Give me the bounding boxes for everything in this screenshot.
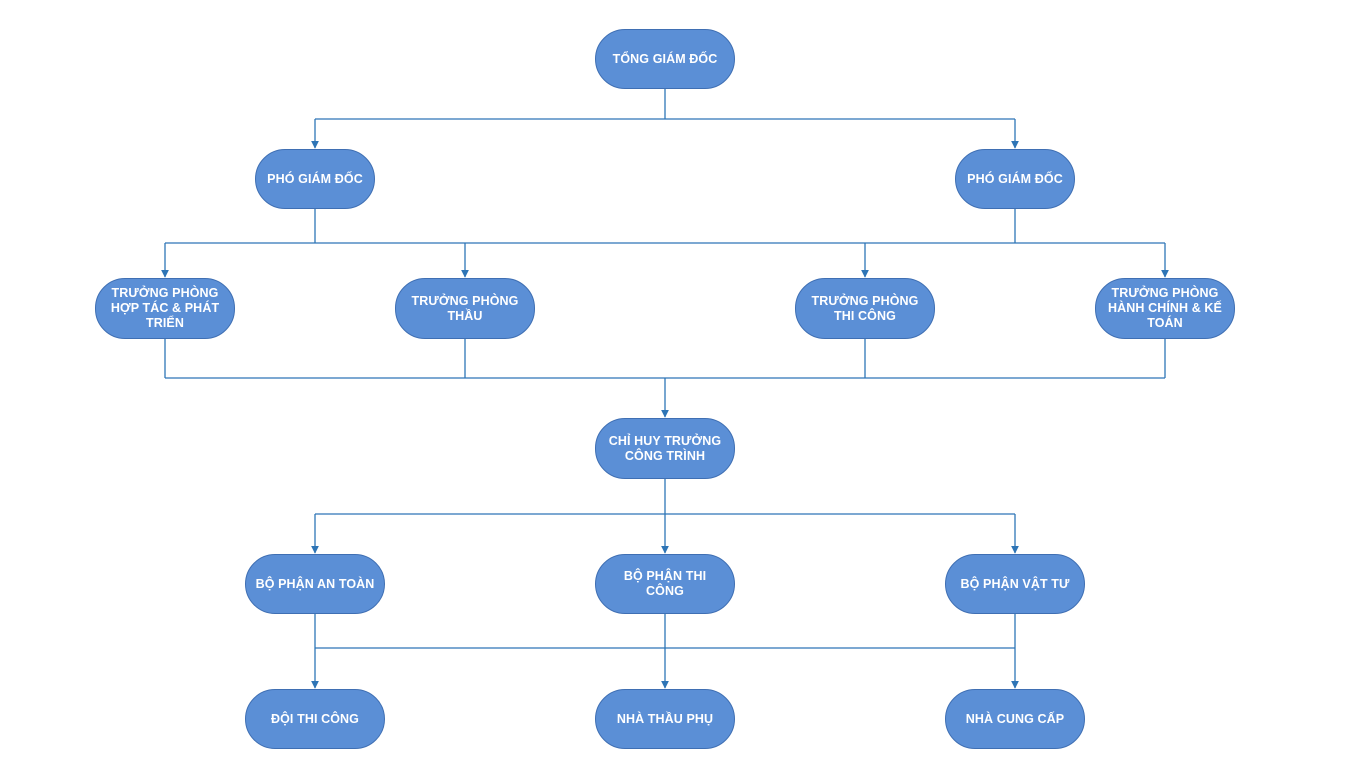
node-head-admin-accounting: TRƯỞNG PHÒNG HÀNH CHÍNH & KẾ TOÁN xyxy=(1095,278,1235,339)
node-construction-team: ĐỘI THI CÔNG xyxy=(245,689,385,749)
node-vp-left: PHÓ GIÁM ĐỐC xyxy=(255,149,375,209)
node-head-construction: TRƯỞNG PHÒNG THI CÔNG xyxy=(795,278,935,339)
node-head-cooperation-label: TRƯỞNG PHÒNG HỢP TÁC & PHÁT TRIỂN xyxy=(110,286,220,330)
node-subcontractor-label: NHÀ THẦU PHỤ xyxy=(616,711,714,726)
node-dept-safety-label: BỘ PHẬN AN TOÀN xyxy=(255,576,375,591)
node-supplier-label: NHÀ CUNG CẤP xyxy=(965,711,1065,726)
node-vp-right-label: PHÓ GIÁM ĐỐC xyxy=(967,171,1063,186)
node-dept-materials-label: BỘ PHẬN VẬT TƯ xyxy=(960,576,1070,591)
node-ceo: TỔNG GIÁM ĐỐC xyxy=(595,29,735,89)
node-supplier: NHÀ CUNG CẤP xyxy=(945,689,1085,749)
node-vp-left-label: PHÓ GIÁM ĐỐC xyxy=(267,171,363,186)
node-head-bidding-label: TRƯỞNG PHÒNG THẦU xyxy=(411,293,519,323)
node-dept-construction: BỘ PHẬN THI CÔNG xyxy=(595,554,735,614)
node-head-construction-label: TRƯỞNG PHÒNG THI CÔNG xyxy=(811,293,919,323)
node-head-admin-accounting-label: TRƯỞNG PHÒNG HÀNH CHÍNH & KẾ TOÁN xyxy=(1108,286,1222,330)
node-vp-right: PHÓ GIÁM ĐỐC xyxy=(955,149,1075,209)
node-site-commander: CHỈ HUY TRƯỞNG CÔNG TRÌNH xyxy=(595,418,735,479)
node-dept-construction-label: BỘ PHẬN THI CÔNG xyxy=(623,569,707,598)
node-ceo-label: TỔNG GIÁM ĐỐC xyxy=(612,51,718,66)
node-head-bidding: TRƯỞNG PHÒNG THẦU xyxy=(395,278,535,339)
node-head-cooperation: TRƯỞNG PHÒNG HỢP TÁC & PHÁT TRIỂN xyxy=(95,278,235,339)
node-dept-safety: BỘ PHẬN AN TOÀN xyxy=(245,554,385,614)
node-site-commander-label: CHỈ HUY TRƯỞNG CÔNG TRÌNH xyxy=(608,433,722,463)
node-dept-materials: BỘ PHẬN VẬT TƯ xyxy=(945,554,1085,614)
node-subcontractor: NHÀ THẦU PHỤ xyxy=(595,689,735,749)
node-construction-team-label: ĐỘI THI CÔNG xyxy=(270,711,359,726)
